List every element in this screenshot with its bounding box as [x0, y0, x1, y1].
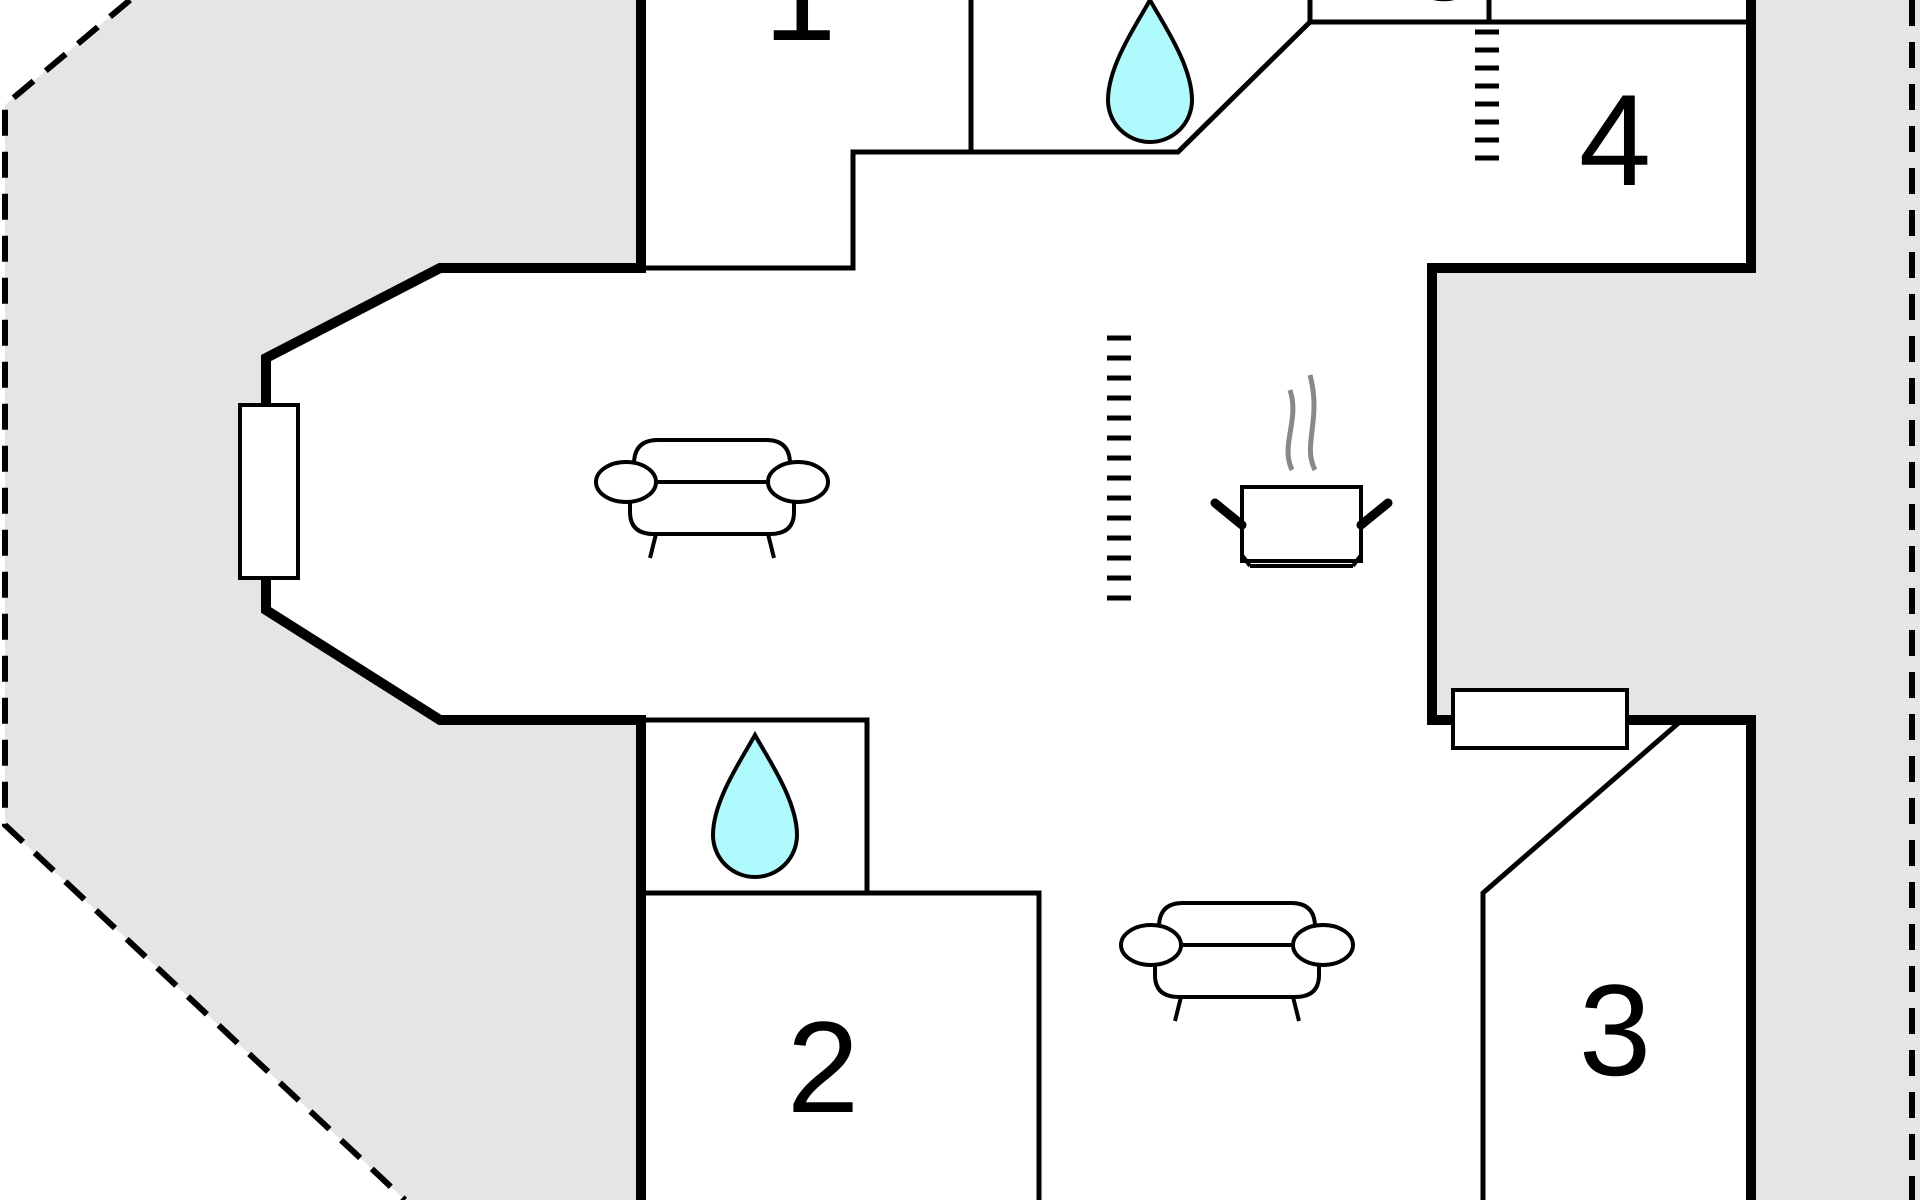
cooking-pot-icon [1210, 374, 1393, 568]
room-number-1: 1 [764, 0, 836, 68]
room-number-5: 5 [1409, 0, 1481, 28]
stairs-icon [1107, 335, 1131, 601]
interior-walls [641, 0, 1751, 1200]
fireplace-icon [238, 403, 300, 580]
room-number-2: 2 [787, 994, 859, 1140]
room-number-3: 3 [1579, 957, 1651, 1103]
property-boundary [1, 0, 408, 1200]
stairs-icon [1475, 29, 1499, 161]
room-number-4: 4 [1579, 67, 1651, 213]
house-floor [266, 0, 1751, 1200]
fireplace-icon [1451, 688, 1629, 750]
